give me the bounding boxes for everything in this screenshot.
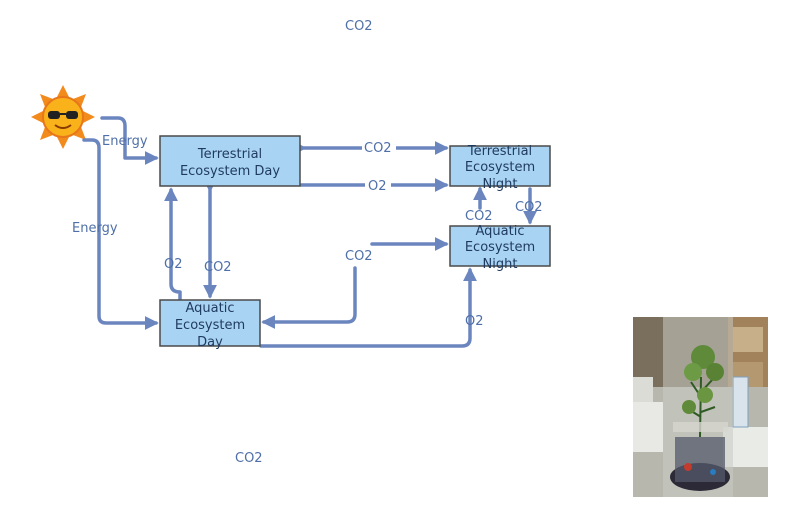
o2-aquatic-to-terrestrial-day-arrow bbox=[164, 187, 182, 302]
aquatic-night-line-2: Ecosystem bbox=[465, 240, 535, 255]
terrestrial-night-line-3: Night bbox=[483, 177, 518, 192]
o2-bottom-label: O2 bbox=[465, 314, 484, 329]
co2-mid-to-aquatic-day-arrow bbox=[261, 266, 357, 329]
energy-label-2: Energy bbox=[72, 221, 118, 236]
co2-mid-label: CO2 bbox=[345, 249, 373, 264]
co2-left-vertical-label: CO2 bbox=[204, 260, 232, 275]
sun-with-sunglasses-icon bbox=[31, 85, 95, 149]
bottle-ecosystem-photo bbox=[633, 317, 768, 497]
co2-right-up-label: CO2 bbox=[465, 209, 493, 224]
aquatic-day-line-2: Ecosystem bbox=[175, 318, 245, 333]
o2-mid-arrow-label: O2 bbox=[368, 179, 387, 194]
aquatic-day-line-1: Aquatic bbox=[186, 301, 235, 316]
energy-to-terrestrial-day-arrow bbox=[100, 116, 159, 165]
aquatic-day-box: Aquatic Ecosystem Day bbox=[159, 299, 261, 350]
aquatic-night-box: Aquatic Ecosystem Night bbox=[449, 224, 551, 272]
terrestrial-night-line-2: Ecosystem bbox=[465, 160, 535, 175]
terrestrial-night-line-1: Terrestrial bbox=[467, 144, 532, 159]
o2-aquatic-day-to-night-arrow bbox=[259, 267, 477, 348]
top-co2-label: CO2 bbox=[345, 19, 373, 34]
aquatic-night-line-1: Aquatic bbox=[476, 224, 525, 239]
terrestrial-night-box: Terrestrial Ecosystem Night bbox=[449, 144, 551, 192]
terrestrial-day-line-1: Terrestrial bbox=[197, 147, 262, 162]
diagram-arrows bbox=[82, 116, 537, 348]
terrestrial-day-line-2: Ecosystem Day bbox=[180, 164, 280, 179]
bottom-co2-label: CO2 bbox=[235, 451, 263, 466]
energy-to-aquatic-day-arrow bbox=[82, 138, 159, 330]
o2-left-vertical-label: O2 bbox=[164, 257, 183, 272]
terrestrial-day-box: Terrestrial Ecosystem Day bbox=[159, 135, 301, 187]
energy-label-1: Energy bbox=[102, 134, 148, 149]
aquatic-night-line-3: Night bbox=[483, 257, 518, 272]
co2-top-arrow-label: CO2 bbox=[364, 141, 392, 156]
aquatic-day-line-3: Day bbox=[197, 335, 223, 350]
co2-right-down-label: CO2 bbox=[515, 200, 543, 215]
